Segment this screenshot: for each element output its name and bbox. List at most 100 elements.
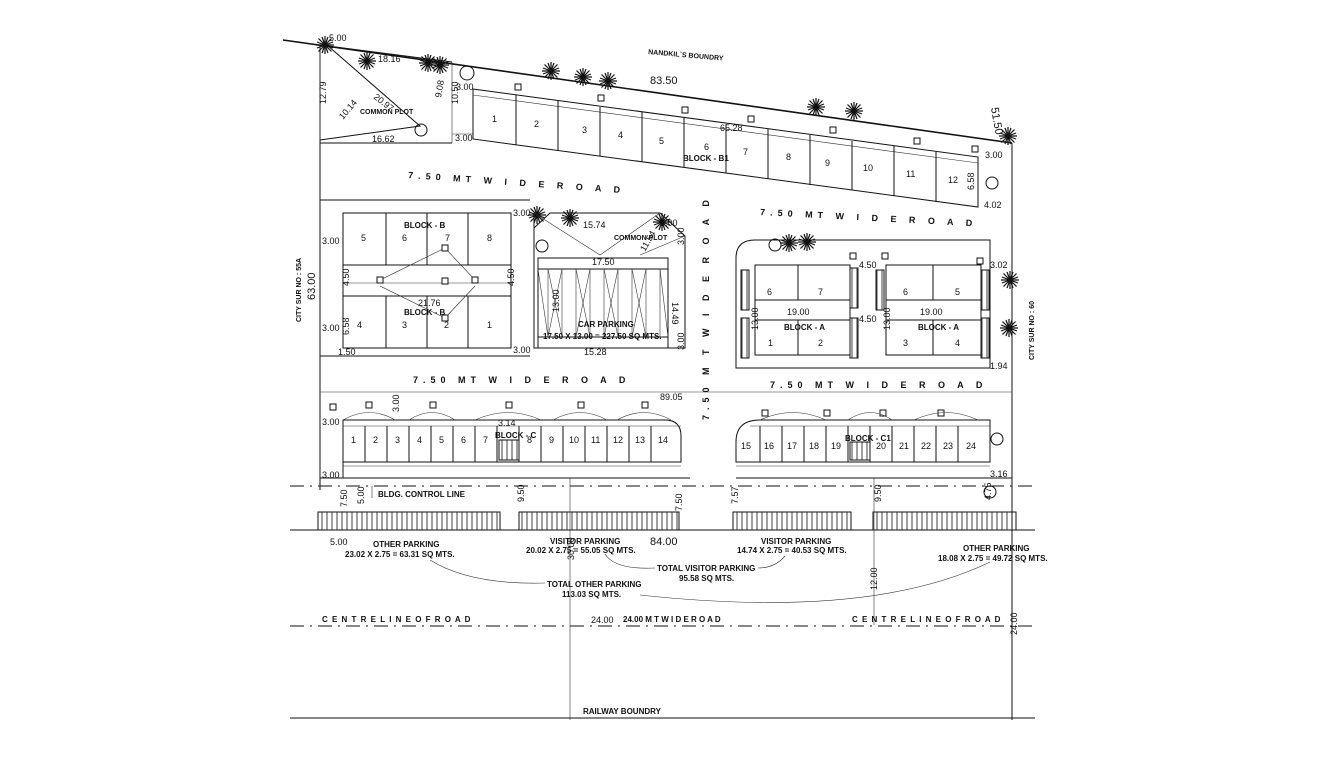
a-right-unit-5: 5 (955, 287, 960, 297)
railway-boundary: RAILWAY BOUNDRY (583, 707, 662, 716)
dim-51-50: 51.50 (988, 106, 1005, 135)
a-right-unit-3: 3 (903, 338, 908, 348)
wide-road-24: 24.00 M T W I D E R O A D (623, 615, 721, 624)
c-unit-10: 10 (569, 435, 579, 445)
dim-9-50-b: 9.50 (873, 484, 883, 502)
block-c1-label: BLOCK - C1 (845, 434, 891, 443)
tree-icon (573, 67, 593, 87)
north-arrow-icon (459, 65, 475, 81)
dim-3-14: 3.14 (498, 418, 516, 428)
dim-17-50: 17.50 (592, 257, 615, 267)
dim-5-00-b: 5.00 (356, 486, 366, 504)
c-unit-1: 1 (351, 435, 356, 445)
tree-icon (357, 51, 377, 71)
dim-19-00-b: 19.00 (920, 307, 943, 317)
north-arrow-icon (414, 123, 428, 137)
visitor-parking-2: VISITOR PARKING (761, 537, 831, 546)
c-unit-6: 6 (461, 435, 466, 445)
car-parking-area: 17.50 X 13.00 = 227.50 SQ MTS. (543, 332, 662, 341)
c-unit-5: 5 (439, 435, 444, 445)
dim-14-49: 14.49 (670, 302, 680, 325)
city-survey-right: CITY SUR NO : 60 (1029, 301, 1036, 360)
c-unit-2: 2 (373, 435, 378, 445)
dim-3-00-j: 3.00 (676, 332, 686, 350)
total-other-parking: TOTAL OTHER PARKING (547, 580, 642, 589)
north-arrow-icon (990, 432, 1004, 446)
block-b1-label: BLOCK - B1 (683, 154, 729, 163)
dim-3-00-m: 3.00 (322, 470, 340, 480)
road-lower-right-label: 7.50 MT W I D E R O A D (770, 380, 987, 390)
dim-4-50-a: 4.50 (341, 268, 351, 286)
dim-63-00: 63.00 (306, 272, 318, 300)
other-parking-left: OTHER PARKING (373, 540, 440, 549)
c-unit-4: 4 (417, 435, 422, 445)
dim-3-00-g: 3.00 (513, 345, 531, 355)
other-parking-left-area: 23.02 X 2.75 = 63.31 SQ MTS. (345, 550, 455, 559)
dim-30-00: 30.00 (566, 537, 576, 560)
car-parking: COMMON PLOT 15.74 3.00 3.00 11.54 17.50 … (533, 212, 686, 357)
bldg-control-line-label: BLDG. CONTROL LINE (378, 490, 466, 499)
block-c1: 15 16 17 18 19 20 21 22 23 24 BLOCK - C1… (735, 409, 1012, 479)
visitor-parking-1-area: 20.02 X 2.75 = 55.05 SQ MTS. (526, 546, 636, 555)
dim-4-50-d: 4.50 (859, 314, 877, 324)
total-visitor-parking: TOTAL VISITOR PARKING (657, 564, 755, 573)
parking-stalls (537, 268, 669, 338)
staircase-icon (980, 269, 990, 311)
a-left-unit-2: 2 (818, 338, 823, 348)
dim-19-00-a: 19.00 (787, 307, 810, 317)
dim-3-00-k: 3.00 (322, 417, 340, 427)
north-arrow-icon (985, 176, 999, 190)
a-left-unit-7: 7 (818, 287, 823, 297)
b1-unit-8: 8 (786, 152, 791, 162)
dim-89-05: 89.05 (660, 392, 683, 402)
tree-icon (560, 208, 580, 228)
c1-unit-16: 16 (764, 441, 774, 451)
block-b1: 1 2 3 4 5 6 7 8 9 10 11 12 BLOCK - B1 (451, 62, 979, 208)
b1-unit-12: 12 (948, 175, 958, 185)
tree-icon (844, 101, 864, 121)
b1-unit-1: 1 (492, 114, 497, 124)
dim-5-00-c: 5.00 (330, 537, 348, 547)
dim-6-58: 6.58 (966, 172, 976, 190)
total-other-parking-area: 113.03 SQ MTS. (562, 590, 621, 599)
b-unit-2: 2 (444, 320, 449, 330)
north-arrow-icon (768, 238, 782, 252)
dim-83-50: 83.50 (650, 75, 678, 87)
tree-icon (598, 71, 618, 91)
staircase-icon (740, 317, 750, 359)
neighbour-boundary-label: NANDKIL`S BOUNDRY (648, 49, 724, 63)
tree-icon (779, 233, 799, 253)
dim-12-79: 12.79 (318, 81, 328, 104)
tree-icon (797, 232, 817, 252)
c1-unit-20: 20 (876, 441, 886, 451)
centre-line-right: C E N T R E L I N E O F R O A D (852, 615, 1001, 624)
c-unit-11: 11 (591, 435, 600, 445)
c1-unit-15: 15 (741, 441, 751, 451)
b1-unit-2: 2 (534, 119, 539, 129)
dim-9-50-a: 9.50 (516, 484, 526, 502)
a-left-unit-6: 6 (767, 287, 772, 297)
c-unit-3: 3 (395, 435, 400, 445)
dim-9-08: 9.08 (433, 79, 446, 98)
dim-18-16: 18.16 (378, 54, 401, 64)
dim-24-00-a: 24.00 (1009, 612, 1019, 635)
dim-1-94: 1.94 (990, 361, 1008, 371)
block-b-bottom-label: BLOCK - B (404, 308, 446, 317)
dim-7-50-a: 7.50 (339, 489, 349, 507)
dim-3-00-f: 3.00 (513, 208, 531, 218)
c1-unit-22: 22 (921, 441, 931, 451)
dim-3-00-h: 3.00 (660, 218, 678, 228)
b1-unit-4: 4 (618, 130, 623, 140)
dim-5-00-top: 5.00 (329, 33, 347, 43)
c1-unit-17: 17 (787, 441, 797, 451)
dim-3-00-c: 3.00 (985, 150, 1003, 160)
block-c: 1 2 3 4 5 6 7 8 9 10 11 12 13 14 BLOCK -… (320, 394, 690, 480)
staircase-icon (875, 269, 885, 311)
dim-24-00-b: 24.00 (591, 615, 614, 625)
dim-3-00-e: 3.00 (322, 323, 340, 333)
common-plot-2-label: COMMON PLOT (614, 235, 668, 242)
c1-unit-18: 18 (809, 441, 819, 451)
dim-7-50-b: 7.50 (674, 493, 684, 511)
a-right-unit-4: 4 (955, 338, 960, 348)
